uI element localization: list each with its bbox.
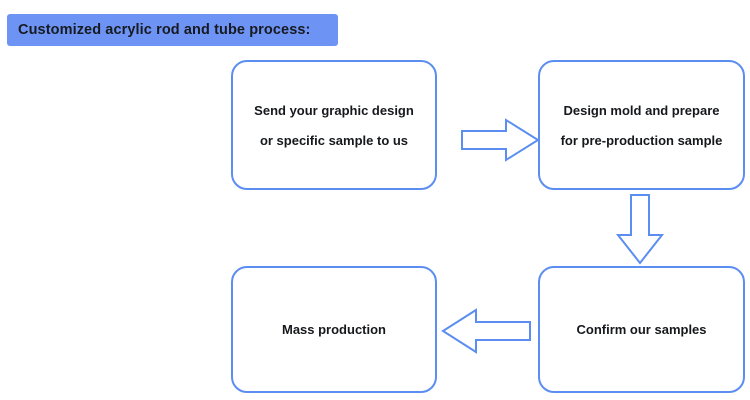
step-label-line-1: Mass production <box>281 322 386 337</box>
process-step-design-mold[interactable]: Design mold and prepare for pre-producti… <box>538 60 745 190</box>
process-step-mass-production[interactable]: Mass production <box>231 266 437 393</box>
arrow-left-icon <box>441 308 531 354</box>
step-label-line-1: Send your graphic design <box>254 102 414 118</box>
page-title: Customized acrylic rod and tube process: <box>18 22 311 38</box>
process-step-send-design[interactable]: Send your graphic design or specific sam… <box>231 60 437 190</box>
step-label-line-2: or specific sample to us <box>259 132 409 148</box>
arrow-right-icon <box>461 118 540 162</box>
arrow-down-icon <box>615 194 665 265</box>
step-label-line-1: Design mold and prepare <box>563 102 720 118</box>
step-label-line-1: Confirm our samples <box>576 322 707 337</box>
process-title-banner: Customized acrylic rod and tube process: <box>7 14 338 46</box>
process-step-confirm-samples[interactable]: Confirm our samples <box>538 266 745 393</box>
step-label-line-2: for pre-production sample <box>560 132 723 148</box>
